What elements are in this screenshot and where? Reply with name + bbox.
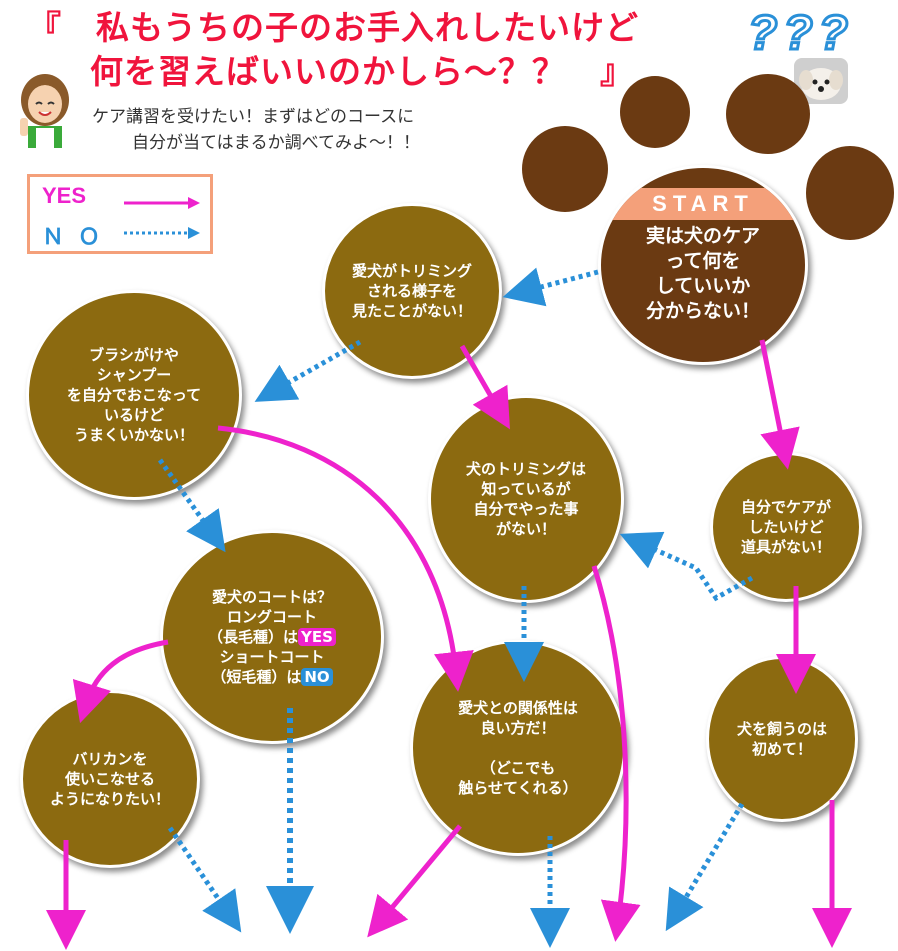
arrow-no-clipper	[167, 826, 242, 933]
question-marks: ???	[747, 6, 888, 66]
node-brushing: ブラシがけや シャンプー を自分でおこなって いるけど うまくいかない！	[26, 290, 242, 500]
question-marks-text: ???	[747, 6, 854, 62]
arrow-no-brushing	[157, 458, 226, 553]
node-trimming-seen: 愛犬がトリミング される様子を 見たことがない！	[322, 203, 502, 379]
arrow-yes-brushing	[217, 425, 474, 692]
woman-avatar-icon	[14, 70, 76, 148]
legend-arrows	[124, 197, 200, 239]
legend-box: YES ＮＯ	[27, 174, 213, 254]
intro-text: ケア講習を受けたい！まずはどのコースに 自分が当てはまるか調べてみよ～！！	[92, 104, 420, 156]
paw-toe-3	[522, 126, 608, 212]
coat-no-badge: NO	[301, 668, 333, 686]
arrow-yes-start	[759, 339, 800, 470]
paw-toe-1	[620, 76, 690, 148]
title-line-2: 何を習えばいいのかしら～？？ 』	[90, 52, 634, 91]
paw-toe-2	[726, 74, 810, 154]
coat-line-1: 愛犬のコートは？	[211, 588, 332, 606]
coat-line-2: ロングコート	[226, 608, 317, 626]
arrow-yes-relationship	[367, 824, 462, 938]
arrow-no-trimming-seen	[254, 339, 362, 402]
legend-no-label: ＮＯ	[42, 224, 115, 249]
arrow-yes-trimming-seen	[459, 344, 510, 430]
intro-line-1: ケア講習を受けたい！まずはどのコースに	[92, 107, 415, 127]
coat-yes-badge: YES	[298, 628, 336, 646]
arrow-yes-trimming-known	[591, 565, 641, 942]
start-text: 実は犬のケア って何を していいか 分からない！	[645, 225, 760, 322]
arrow-no-no-tools	[619, 531, 754, 602]
page-title: 『 私もうちの子のお手入れしたいけど 何を習えばいいのかしら～？？ 』	[28, 6, 728, 94]
arrow-no-first-dog	[665, 802, 745, 932]
node-trimming-known: 犬のトリミングは 知っているが 自分でやった事 がない！	[428, 395, 624, 603]
start-node: START 実は犬のケア って何を していいか 分からない！	[598, 165, 808, 365]
arrow-yes-coat	[72, 639, 169, 724]
node-first-dog: 犬を飼うのは 初めて！	[706, 656, 858, 822]
paw-toe-4	[806, 146, 894, 240]
arrow-no-start	[502, 267, 599, 307]
coat-long-label: （長毛種）は	[208, 628, 299, 646]
start-badge: START	[601, 188, 805, 220]
node-no-tools: 自分でケアが したいけど 道具がない！	[710, 452, 862, 602]
coat-short-label: （短毛種）は	[211, 668, 302, 686]
legend-yes-label: YES	[42, 183, 87, 208]
coat-line-4: ショートコート	[219, 648, 325, 666]
title-line-1: 『 私もうちの子のお手入れしたいけど	[28, 8, 640, 47]
intro-line-2: 自分が当てはまるか調べてみよ～！！	[132, 133, 420, 153]
